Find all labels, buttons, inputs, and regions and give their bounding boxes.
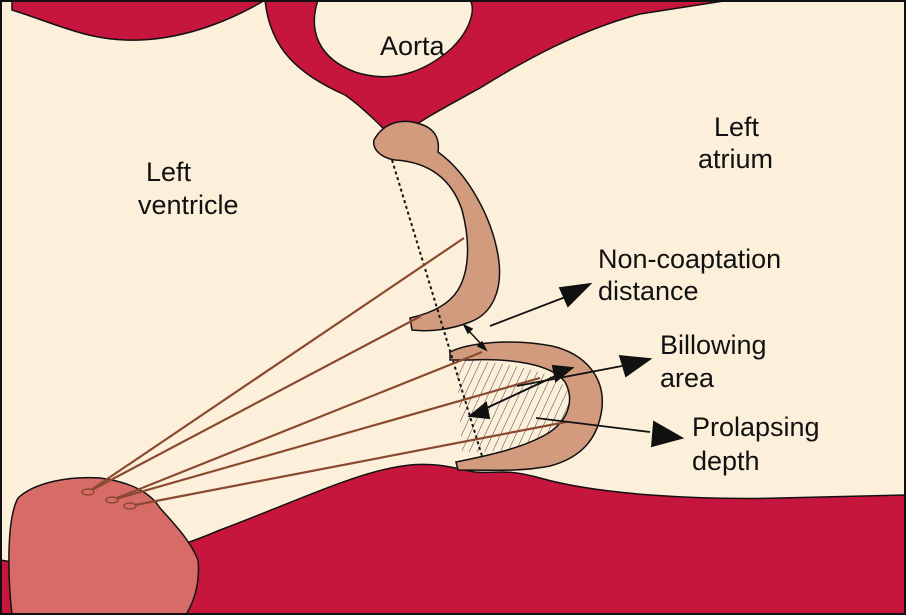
label-non-coaptation-2: distance [598, 276, 699, 306]
label-prolapsing-1: Prolapsing [692, 412, 820, 442]
label-left-ventricle-2: ventricle [138, 190, 239, 220]
label-billowing-1: Billowing [660, 330, 767, 360]
label-left-atrium-1: Left [714, 112, 760, 142]
label-non-coaptation-1: Non-coaptation [598, 244, 781, 274]
insertion-2 [106, 497, 118, 503]
insertion-3 [124, 503, 136, 509]
label-aorta: Aorta [380, 31, 446, 61]
label-prolapsing-2: depth [692, 446, 760, 476]
label-left-atrium-2: atrium [698, 144, 773, 174]
label-left-ventricle-1: Left [146, 157, 192, 187]
insertion-1 [82, 489, 94, 495]
label-billowing-2: area [660, 363, 715, 393]
